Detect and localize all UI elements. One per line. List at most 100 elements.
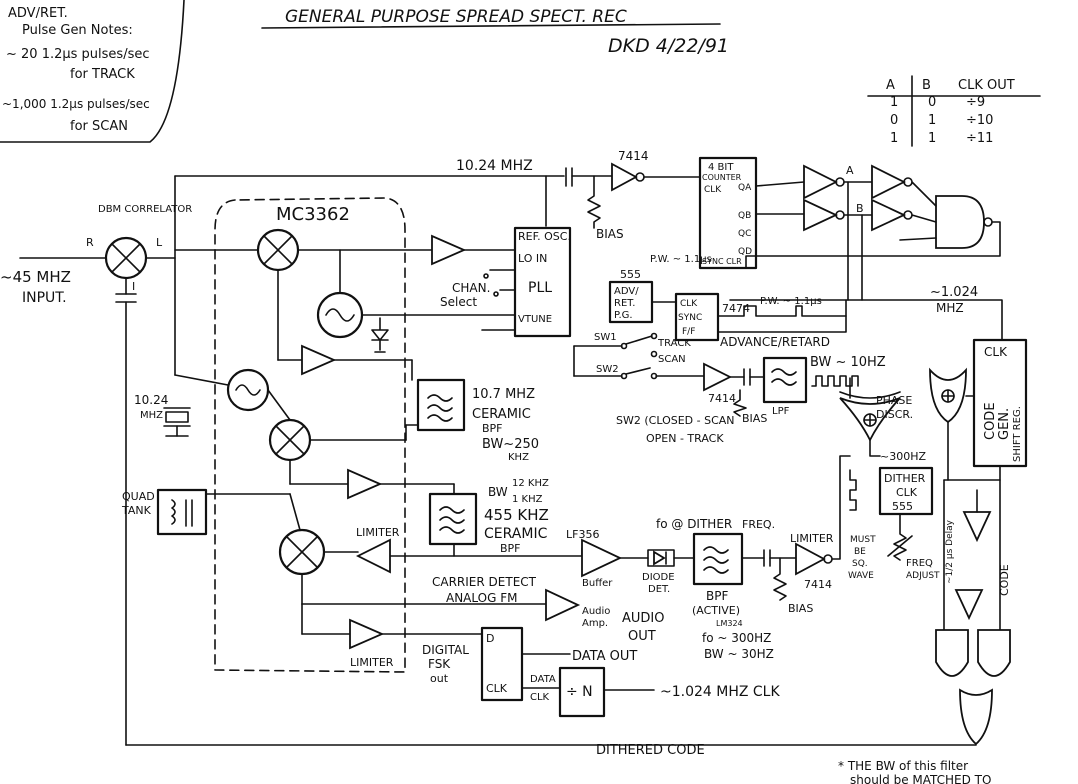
decoder-logic: A B: [745, 164, 1001, 301]
truth-table: A B CLK OUT 1 0 ÷9 0 1 ÷10 1 1 ÷11: [867, 75, 1041, 147]
ff-label: F/F: [682, 327, 695, 337]
delay-chain: ~1/2 μs Delay: [935, 479, 1011, 746]
author-date: DKD 4/22/91: [608, 35, 729, 57]
local-oscillator: [316, 249, 516, 353]
mhz-1024-label: ~1.024: [930, 285, 978, 300]
freq-adjust-label: FREQ: [906, 558, 933, 569]
bias-1: BIAS: [596, 227, 624, 241]
dbm-correlator: ~45 MHZ INPUT. R L I DBM CORRELATOR: [0, 204, 192, 746]
ceramic1e: KHZ: [508, 452, 529, 463]
notes-line3: ~ 20 1.2μs pulses/sec: [6, 47, 150, 62]
ref-osc-label: REF. OSC.: [518, 230, 571, 243]
ic-7474-label: 7474: [722, 302, 750, 315]
notes-line5: ~1,000 1.2μs pulses/sec: [2, 97, 150, 111]
clk-label: CLK: [486, 682, 508, 695]
counter-label: 4 BIT: [708, 162, 734, 173]
truth-table-header-clk: CLK OUT: [958, 78, 1015, 93]
xtal-freq: 10.24: [134, 393, 168, 407]
notes-line2: Pulse Gen Notes:: [22, 23, 133, 38]
qa-label: QA: [738, 183, 752, 193]
port-r: R: [86, 236, 94, 249]
title-block: GENERAL PURPOSE SPREAD SPECT. REC DKD 4/…: [261, 7, 729, 57]
ceramic-bpf-10-7: 10.7 MHZ CERAMIC BPF BW~250 KHZ: [416, 378, 539, 463]
data-clk-label-2: CLK: [530, 692, 550, 703]
active-bpf: fo @ DITHER FREQ. BPF (ACTIVE) LM324 fo …: [656, 517, 813, 661]
must-be-label-4: WAVE: [848, 571, 874, 581]
scan-label: SCAN: [658, 354, 686, 365]
clk-ff-label: CLK: [680, 299, 698, 309]
data-out-label: DATA OUT: [572, 649, 637, 664]
dither-clk: DITHER CLK 555 FREQ ADJUST: [878, 466, 940, 581]
notes-line6: for SCAN: [70, 119, 128, 134]
qb-label: QB: [738, 211, 751, 221]
counter-label-2: COUNTER: [702, 173, 742, 182]
buffer-diode-detector: LF356 Buffer DIODE DET.: [566, 528, 695, 595]
port-i: I: [132, 280, 135, 293]
hz300-label: ~300HZ: [880, 450, 926, 463]
ceramic-bpf-455: BW 12 KHZ 1 KHZ 455 KHZ CERAMIC BPF: [389, 478, 583, 557]
ceramic1c: BPF: [482, 422, 503, 435]
notes-line4: for TRACK: [70, 67, 135, 82]
phase-discriminator: PHASE DISCR. ~300HZ MUST BE SQ. WAVE: [839, 377, 926, 581]
lo-in-label: LO IN: [518, 252, 547, 265]
dither-clk-label-3: 555: [892, 500, 913, 513]
footnote-2: should be MATCHED TO: [850, 773, 991, 784]
audio-amp: ANALOG FM Audio Amp. AUDIO OUT: [446, 588, 665, 644]
must-be-label: MUST: [850, 535, 876, 545]
sw2-label: SW2: [596, 364, 619, 375]
truth-table-cell: 0: [890, 113, 898, 128]
truth-table-cell: ÷9: [966, 95, 985, 110]
clk-1024-label: ~1.024 MHZ CLK: [660, 684, 780, 700]
fo-dither-label: fo @ DITHER: [656, 517, 732, 531]
truth-table-cell: 1: [890, 131, 898, 146]
ceramic1b: CERAMIC: [472, 407, 531, 422]
sw2-note-2: OPEN - TRACK: [646, 432, 724, 445]
phase-discr-label: PHASE: [876, 394, 912, 407]
footnote: * THE BW of this filter: [838, 759, 968, 773]
dbm-label: DBM CORRELATOR: [98, 204, 192, 215]
if-amp-2: [347, 468, 455, 500]
truth-table-cell: ÷10: [966, 113, 993, 128]
code-gen-label-2: GEN.: [997, 408, 1012, 440]
digital-fsk-label-3: out: [430, 672, 449, 685]
quad-tank: QUAD TANK: [121, 488, 301, 536]
ceramic2b: CERAMIC: [484, 526, 548, 542]
lpf-label: LPF: [772, 406, 790, 417]
truth-table-cell: ÷11: [966, 131, 993, 146]
truth-table-cell: 1: [890, 95, 898, 110]
code-label: CODE: [998, 564, 1011, 596]
mixer-1: [174, 228, 433, 361]
limiter2-label: LIMITER: [350, 656, 394, 669]
ic-7414-b: 7414: [708, 392, 736, 405]
quad-tank-label: QUAD: [122, 490, 155, 503]
advance-retard-label: ADVANCE/RETARD: [720, 335, 830, 349]
chan-select-label: CHAN.: [452, 281, 490, 295]
sw1-label: SW1: [594, 332, 617, 343]
quad-tank-label-2: TANK: [121, 504, 152, 517]
truth-table-cell: 1: [928, 131, 936, 146]
diode-det-label-2: DET.: [648, 584, 670, 595]
input-label-2: INPUT.: [22, 290, 67, 306]
dither-clk-label: DITHER: [884, 472, 926, 485]
bw-455: BW: [488, 485, 508, 499]
mhz-label: MHZ: [936, 301, 964, 315]
mc3362-boundary: MC3362: [214, 197, 406, 673]
sync-clr-label: SYNC CLR: [702, 257, 742, 266]
bw-10hz-label: BW ~ 10HZ: [810, 355, 886, 370]
bpf-active-label-3: LM324: [716, 619, 743, 628]
audio-amp-label: Audio: [582, 606, 610, 617]
code-clock-line: ~1.024 MHZ: [729, 285, 1003, 341]
ceramic2: 455 KHZ: [484, 506, 549, 524]
dithered-code-label: DITHERED CODE: [596, 743, 705, 758]
shift-reg-label: SHIFT REG.: [1012, 406, 1023, 462]
vtune-label: VTUNE: [518, 314, 552, 325]
mc3362-label: MC3362: [276, 204, 350, 225]
digital-fsk-label: DIGITAL: [422, 643, 469, 657]
must-be-label-3: SQ.: [852, 559, 868, 569]
switches: TRACK SCAN SW1 SW2: [573, 332, 705, 380]
pll-label: PLL: [528, 280, 552, 296]
audio-out-label: AUDIO: [622, 611, 665, 626]
four-bit-counter: 4 BIT COUNTER CLK QA QB QC QD SYNC CLR: [698, 156, 805, 270]
limiter1-label: LIMITER: [356, 526, 400, 539]
